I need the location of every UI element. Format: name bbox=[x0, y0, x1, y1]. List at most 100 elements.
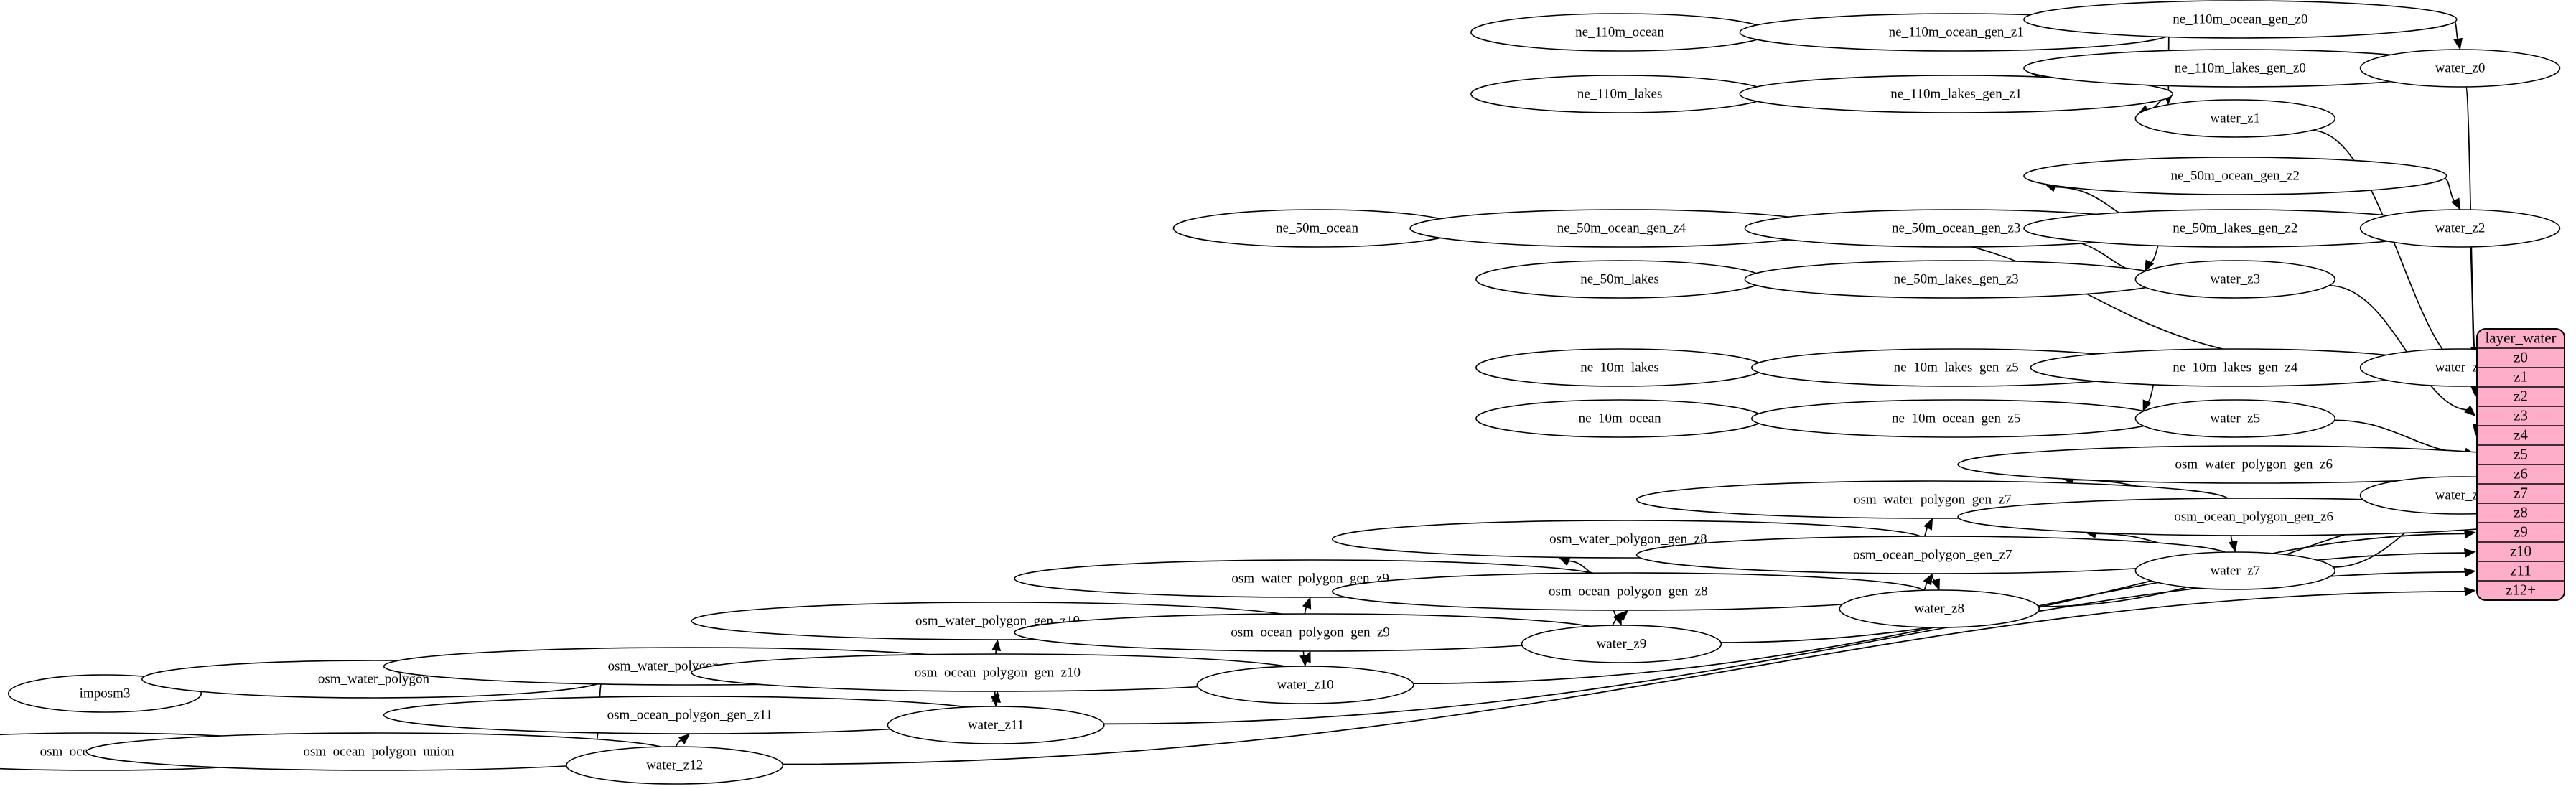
node-ne_10m_lakes[interactable]: ne_10m_lakes bbox=[1475, 348, 1765, 387]
node-ellipse-water_z10 bbox=[1196, 666, 1414, 704]
node-label-ne_50m_ocean_gen_z4: ne_50m_ocean_gen_z4 bbox=[1557, 220, 1686, 235]
node-label-ne_110m_ocean_gen_z0: ne_110m_ocean_gen_z0 bbox=[2173, 11, 2307, 27]
arrowhead bbox=[678, 733, 691, 744]
arrowhead bbox=[2229, 540, 2238, 553]
node-ellipse-ne_110m_ocean_gen_z0 bbox=[2023, 0, 2458, 39]
record-row-z9[interactable]: z9 bbox=[2514, 523, 2528, 540]
node-ellipse-water_z11 bbox=[887, 706, 1105, 744]
node-ne_10m_ocean_gen_z5[interactable]: ne_10m_ocean_gen_z5 bbox=[1750, 399, 2162, 438]
node-label-water_z5: water_z5 bbox=[2210, 411, 2260, 426]
node-ellipse-water_z12 bbox=[566, 746, 784, 785]
node-ne_50m_ocean_gen_z2[interactable]: ne_50m_ocean_gen_z2 bbox=[2023, 157, 2447, 195]
node-label-water_z3: water_z3 bbox=[2210, 271, 2260, 286]
node-water_z1[interactable]: water_z1 bbox=[2134, 99, 2336, 138]
node-label-water_z11: water_z11 bbox=[968, 717, 1024, 732]
node-label-ne_10m_lakes_gen_z4: ne_10m_lakes_gen_z4 bbox=[2173, 360, 2298, 375]
record-outline bbox=[2476, 328, 2565, 601]
node-ne_50m_ocean[interactable]: ne_50m_ocean bbox=[1172, 209, 1462, 248]
node-ellipse-water_z3 bbox=[2134, 260, 2336, 299]
record-row-z11[interactable]: z11 bbox=[2510, 561, 2531, 579]
node-label-ne_110m_ocean: ne_110m_ocean bbox=[1575, 24, 1664, 39]
node-water_z12[interactable]: water_z12 bbox=[566, 746, 784, 785]
record-row-z2[interactable]: z2 bbox=[2514, 387, 2528, 404]
node-osm_ocean_polygon_gen_z8[interactable]: osm_ocean_polygon_gen_z8 bbox=[1331, 572, 1925, 611]
node-label-water_z12: water_z12 bbox=[646, 757, 703, 772]
node-ne_110m_lakes_gen_z0[interactable]: ne_110m_lakes_gen_z0 bbox=[2023, 49, 2458, 88]
record-row-z6[interactable]: z6 bbox=[2514, 464, 2528, 482]
arrowhead bbox=[1931, 578, 1940, 591]
node-label-water_z4: water_z4 bbox=[2435, 360, 2486, 375]
node-ellipse-water_z1 bbox=[2134, 99, 2336, 138]
record-node-layer: layer_water z0 z1 z2 z3 z4 z5 z6 z7 z8 z9 z10 z11 z12… bbox=[2476, 328, 2565, 601]
arrowhead bbox=[1923, 573, 1933, 586]
node-label-osm_water_polygon_gen_z7: osm_water_polygon_gen_z7 bbox=[1854, 492, 2012, 507]
node-ellipse-water_z2 bbox=[2359, 209, 2561, 248]
node-ne_10m_ocean[interactable]: ne_10m_ocean bbox=[1475, 399, 1765, 438]
node-label-water_z1: water_z1 bbox=[2210, 111, 2260, 126]
record-row-z5[interactable]: z5 bbox=[2514, 445, 2528, 462]
node-ne_50m_lakes_gen_z2[interactable]: ne_50m_lakes_gen_z2 bbox=[2023, 209, 2447, 248]
node-label-ne_50m_lakes: ne_50m_lakes bbox=[1580, 271, 1659, 286]
node-water_z11[interactable]: water_z11 bbox=[887, 706, 1105, 744]
node-label-water_z0: water_z0 bbox=[2435, 60, 2486, 75]
node-label-ne_110m_lakes: ne_110m_lakes bbox=[1577, 86, 1663, 101]
record-row-z8[interactable]: z8 bbox=[2514, 503, 2528, 520]
arrowhead bbox=[1923, 518, 1933, 531]
node-water_z10[interactable]: water_z10 bbox=[1196, 666, 1414, 704]
node-water_z9[interactable]: water_z9 bbox=[1521, 625, 1722, 663]
node-water_z7[interactable]: water_z7 bbox=[2134, 551, 2336, 590]
node-ellipse-ne_110m_lakes_gen_z1 bbox=[1739, 75, 2173, 113]
edge-ne_110m_ocean_gen_z0-to-water_z0 bbox=[2454, 21, 2459, 42]
node-label-ne_50m_ocean_gen_z2: ne_50m_ocean_gen_z2 bbox=[2171, 168, 2300, 183]
node-label-ne_10m_ocean: ne_10m_ocean bbox=[1579, 411, 1662, 426]
record-row-z1[interactable]: z1 bbox=[2514, 368, 2528, 385]
arrowhead bbox=[2464, 548, 2476, 558]
node-label-water_z10: water_z10 bbox=[1277, 677, 1333, 692]
node-label-ne_110m_lakes_gen_z0: ne_110m_lakes_gen_z0 bbox=[2175, 60, 2306, 75]
node-label-ne_110m_lakes_gen_z1: ne_110m_lakes_gen_z1 bbox=[1890, 86, 2022, 101]
node-label-osm_ocean_polygon_gen_z8: osm_ocean_polygon_gen_z8 bbox=[1549, 584, 1708, 599]
node-label-water_z9: water_z9 bbox=[1597, 636, 1647, 651]
arrowhead bbox=[1302, 597, 1312, 610]
node-label-osm_ocean_polygon_gen_z6: osm_ocean_polygon_gen_z6 bbox=[2174, 509, 2333, 524]
node-label-ne_10m_lakes_gen_z5: ne_10m_lakes_gen_z5 bbox=[1894, 360, 2019, 375]
node-water_z3[interactable]: water_z3 bbox=[2134, 260, 2336, 299]
node-ne_50m_lakes_gen_z3[interactable]: ne_50m_lakes_gen_z3 bbox=[1744, 260, 2168, 299]
node-ne_50m_ocean_gen_z4[interactable]: ne_50m_ocean_gen_z4 bbox=[1409, 209, 1834, 248]
edge-water_z9-to-layer_water-z9 bbox=[1720, 533, 2467, 643]
node-osm_ocean_polygon_gen_z11[interactable]: osm_ocean_polygon_gen_z11 bbox=[383, 696, 997, 734]
edge-water_z12-to-layer_water-z12+ bbox=[783, 590, 2467, 765]
node-label-osm_ocean_polygon_gen_z11: osm_ocean_polygon_gen_z11 bbox=[607, 707, 773, 722]
node-label-ne_110m_ocean_gen_z1: ne_110m_ocean_gen_z1 bbox=[1889, 24, 2024, 39]
node-osm_ocean_polygon_union[interactable]: osm_ocean_polygon_union bbox=[85, 732, 672, 771]
node-ellipse-ne_50m_ocean_gen_z2 bbox=[2023, 157, 2447, 195]
node-osm_ocean_polygon_gen_z7[interactable]: osm_ocean_polygon_gen_z7 bbox=[1635, 536, 2229, 574]
node-water_z8[interactable]: water_z8 bbox=[1839, 589, 2040, 628]
node-water_z2[interactable]: water_z2 bbox=[2359, 209, 2561, 248]
arrowhead bbox=[991, 639, 1002, 651]
arrowhead bbox=[2464, 587, 2476, 597]
node-ne_110m_lakes[interactable]: ne_110m_lakes bbox=[1470, 75, 1770, 113]
record-row-z7[interactable]: z7 bbox=[2514, 484, 2528, 501]
node-label-ne_10m_ocean_gen_z5: ne_10m_ocean_gen_z5 bbox=[1892, 411, 2020, 426]
node-ne_110m_ocean_gen_z0[interactable]: ne_110m_ocean_gen_z0 bbox=[2023, 0, 2458, 39]
node-water_z0[interactable]: water_z0 bbox=[2359, 49, 2561, 88]
record-title: layer_water bbox=[2485, 329, 2556, 346]
record-row-z0[interactable]: z0 bbox=[2514, 348, 2528, 365]
arrowhead bbox=[2453, 37, 2463, 50]
record-node-layer-water[interactable]: layer_water z0 z1 z2 z3 z4 z5 z6 z7 z8 z9 z10 z11 z12… bbox=[2476, 328, 2565, 601]
node-ne_50m_lakes[interactable]: ne_50m_lakes bbox=[1475, 260, 1765, 299]
node-ne_110m_ocean[interactable]: ne_110m_ocean bbox=[1470, 13, 1770, 52]
record-row-z12+[interactable]: z12+ bbox=[2506, 581, 2536, 598]
node-water_z5[interactable]: water_z5 bbox=[2134, 399, 2336, 438]
node-ne_110m_lakes_gen_z1[interactable]: ne_110m_lakes_gen_z1 bbox=[1739, 75, 2173, 113]
node-label-water_z7: water_z7 bbox=[2210, 563, 2260, 578]
node-osm_ocean_polygon_gen_z9[interactable]: osm_ocean_polygon_gen_z9 bbox=[1014, 613, 1607, 652]
node-label-osm_ocean_polygon_union: osm_ocean_polygon_union bbox=[304, 744, 455, 759]
record-row-z3[interactable]: z3 bbox=[2514, 406, 2528, 424]
node-osm_ocean_polygon_gen_z10[interactable]: osm_ocean_polygon_gen_z10 bbox=[691, 653, 1305, 692]
record-row-z4[interactable]: z4 bbox=[2514, 426, 2528, 443]
node-ne_10m_lakes_gen_z4[interactable]: ne_10m_lakes_gen_z4 bbox=[2030, 348, 2441, 387]
record-row-z10[interactable]: z10 bbox=[2510, 542, 2531, 559]
